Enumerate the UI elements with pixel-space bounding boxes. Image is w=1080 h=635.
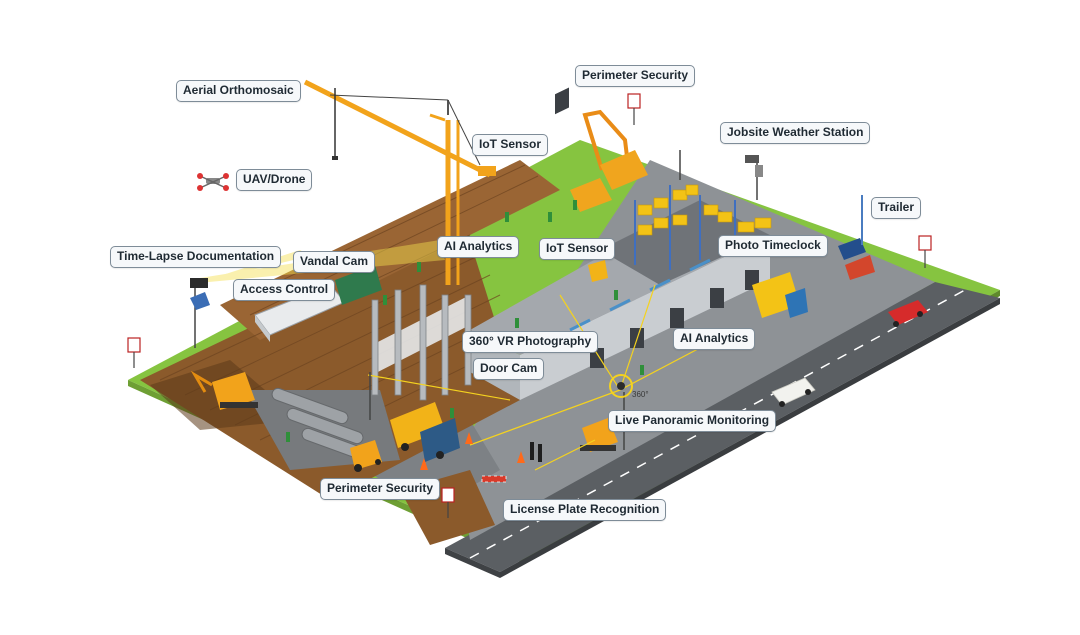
callout-time-lapse-documentation: Time-Lapse Documentation (110, 246, 282, 268)
red-car (888, 300, 928, 327)
warehouse-racks (634, 184, 772, 270)
concrete-pump-truck (570, 109, 648, 212)
time-lapse-camera (190, 278, 210, 310)
callout-license-plate-recognition: License Plate Recognition (503, 499, 667, 521)
callout-access-control: Access Control (233, 279, 336, 301)
backhoe-loader (350, 440, 382, 472)
workers (286, 200, 644, 462)
weather-station (745, 155, 763, 177)
box-truck (752, 272, 808, 318)
callout-live-panoramic-monitoring: Live Panoramic Monitoring (608, 410, 777, 432)
callout-360-vr-photography: 360° VR Photography (462, 331, 599, 353)
road-barrier (481, 475, 507, 483)
callout-trailer: Trailer (871, 197, 922, 219)
callout-jobsite-weather-station: Jobsite Weather Station (720, 122, 871, 144)
callout-aerial-orthomosaic: Aerial Orthomosaic (176, 80, 301, 102)
callout-door-cam: Door Cam (473, 358, 545, 380)
callout-photo-timeclock: Photo Timeclock (718, 235, 828, 257)
callout-iot-sensor-mid: IoT Sensor (539, 238, 616, 260)
callout-ai-analytics-right: AI Analytics (673, 328, 756, 350)
callout-perimeter-security-bottom: Perimeter Security (320, 478, 441, 500)
callout-iot-sensor-crane: IoT Sensor (472, 134, 549, 156)
panoramic-camera (609, 374, 633, 398)
dump-truck (390, 402, 460, 462)
callout-uav-drone: UAV/Drone (236, 169, 313, 191)
panoramic-360-tag: 360° (632, 390, 649, 399)
callout-perimeter-security-top: Perimeter Security (575, 65, 696, 87)
white-car (771, 377, 816, 407)
callout-ai-analytics-left: AI Analytics (437, 236, 520, 258)
camera-sight-lines (367, 284, 716, 471)
traffic-cones (420, 432, 525, 470)
drone-icon (197, 173, 229, 191)
perimeter-signs (127, 93, 932, 518)
lighting-trailer (838, 238, 875, 280)
forklift (588, 260, 608, 282)
excavator (190, 370, 258, 410)
callout-vandal-cam: Vandal Cam (293, 251, 376, 273)
